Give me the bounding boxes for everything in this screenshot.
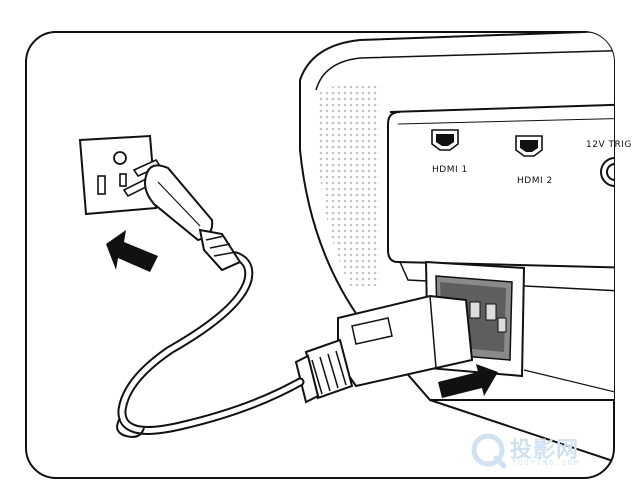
insert-plug-arrow — [106, 230, 158, 272]
watermark: 投影网 TOUYING.COM — [468, 428, 618, 474]
iec-connector — [294, 294, 474, 404]
watermark-subtext: TOUYING.COM — [512, 459, 581, 467]
hdmi-1-label: HDMI 1 — [432, 165, 468, 175]
insert-connector-arrow — [438, 364, 498, 398]
speaker-grille — [318, 86, 380, 286]
watermark-logo-icon — [471, 433, 507, 469]
wall-plug — [122, 158, 242, 272]
hdmi-1-port — [431, 129, 459, 151]
watermark-text: 投影网 — [510, 438, 580, 463]
hdmi-2-port — [515, 135, 543, 157]
trigger-jack — [600, 157, 614, 187]
rear-panel — [387, 102, 614, 270]
hdmi-2-label: HDMI 2 — [517, 176, 553, 186]
wall-outlet — [78, 134, 158, 216]
trigger-label: 12V TRIG — [586, 140, 632, 150]
